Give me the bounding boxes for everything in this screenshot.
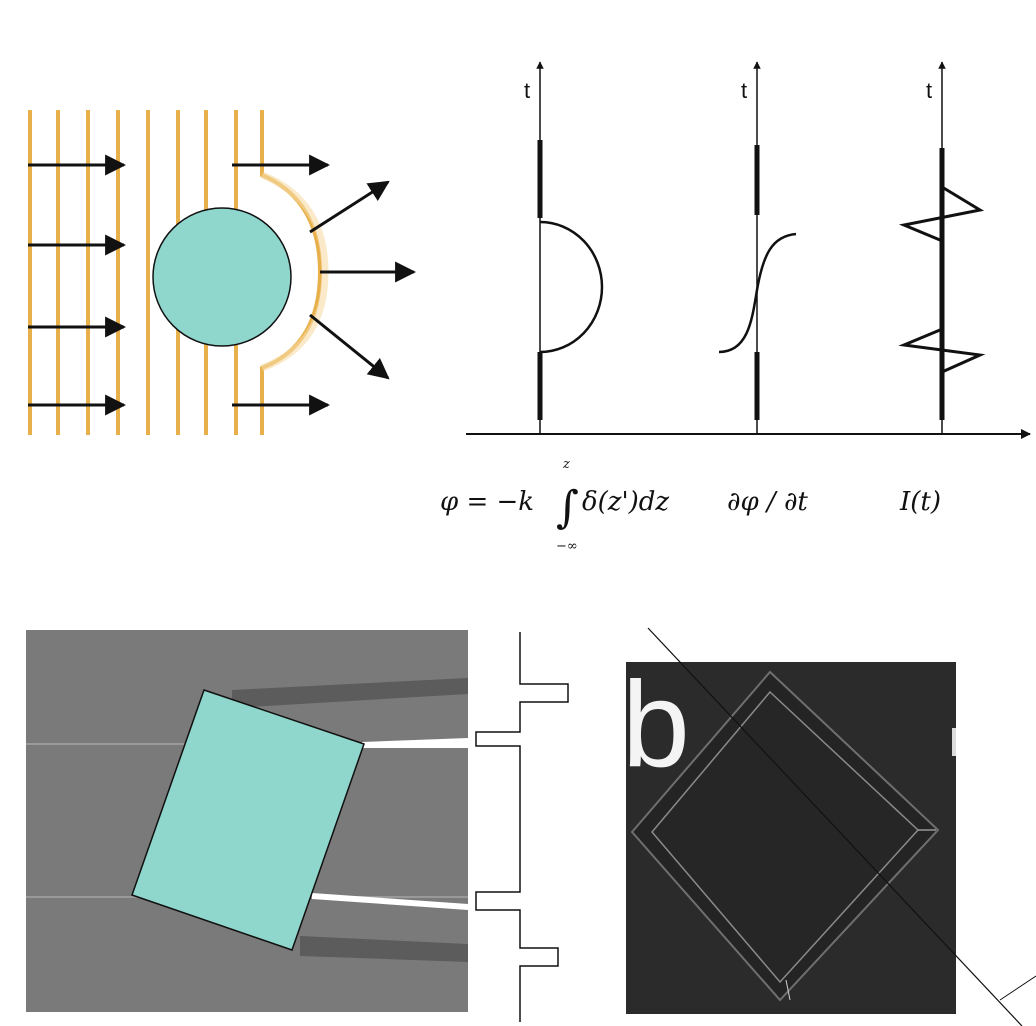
phase-derivative-curve [718, 232, 797, 354]
dark-band-bottom [300, 936, 468, 962]
panel-signal-plots: t t t φ = −k ∫ z −∞ δ(z')dz ∂φ / ∂t I(t) [440, 61, 1031, 554]
sphere-object [152, 207, 292, 347]
panel-inset-b: b [622, 627, 1036, 1026]
phase-curve [539, 220, 604, 354]
intensity-curve [898, 185, 985, 242]
formula-phase-lower-limit: −∞ [556, 539, 578, 554]
axis-label-t2: t [741, 78, 747, 103]
incident-arrows [28, 154, 127, 416]
inset-edge-mark [952, 728, 956, 756]
diagonal-cut-line [647, 627, 1023, 1026]
panel-cube-refraction [26, 630, 569, 1022]
transmitted-arrows [232, 154, 417, 416]
bright-ray-bottom [312, 893, 468, 910]
formula-phase-rhs: δ(z')dz [582, 487, 669, 517]
arrow [309, 313, 390, 380]
axis-label-t1: t [524, 78, 530, 103]
intensity-curve [898, 328, 986, 374]
formula-phase-lhs: φ = −k [440, 487, 534, 517]
formula-phase-upper-limit: z [562, 457, 570, 472]
inset-label-b: b [622, 656, 690, 792]
inset-square-inner [651, 690, 920, 984]
axis-label-t3: t [926, 78, 932, 103]
bright-ray-top [362, 738, 468, 748]
formula-phase-integral: ∫ [556, 482, 579, 533]
dark-band-top [232, 678, 468, 708]
tilted-cube-object [131, 689, 365, 951]
arrow [309, 180, 390, 234]
formula-intensity: I(t) [899, 487, 941, 517]
formula-phase-derivative: ∂φ / ∂t [727, 487, 808, 517]
intensity-profile [475, 632, 569, 1022]
panel-wavefront-diagram [28, 110, 417, 435]
